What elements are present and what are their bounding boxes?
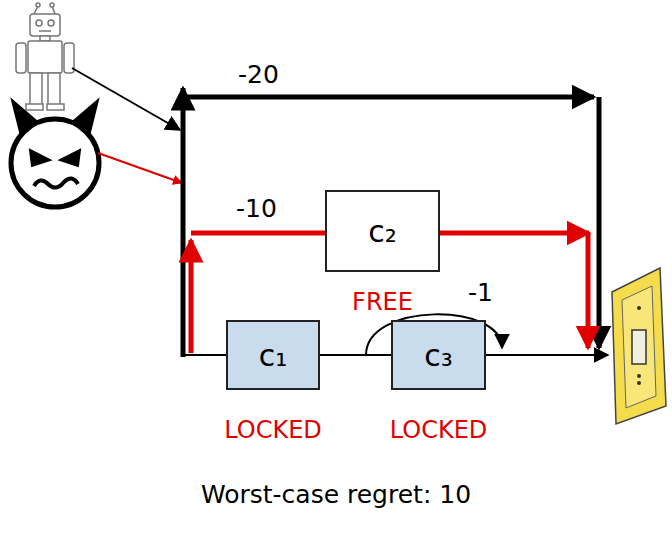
status-label: FREE [352, 288, 413, 316]
component-box: c₃LOCKED [391, 320, 486, 390]
component-box: c₁LOCKED [226, 320, 320, 390]
cost-label: -1 [468, 278, 493, 307]
cost-label: -10 [236, 194, 277, 223]
component-name: c₃ [424, 338, 453, 373]
status-label: LOCKED [224, 416, 322, 444]
pointer-line [98, 153, 182, 183]
component-name: c₁ [259, 338, 288, 373]
robot-icon [16, 3, 74, 110]
cost-label: -20 [238, 60, 279, 89]
connector [320, 354, 391, 356]
adversary-icon [11, 100, 99, 207]
caption: Worst-case regret: 10 [0, 480, 672, 509]
component-box: c₂FREE [325, 190, 440, 272]
switch-icon [612, 268, 666, 424]
status-label: LOCKED [390, 416, 488, 444]
path-black [183, 88, 599, 357]
component-name: c₂ [368, 214, 397, 249]
